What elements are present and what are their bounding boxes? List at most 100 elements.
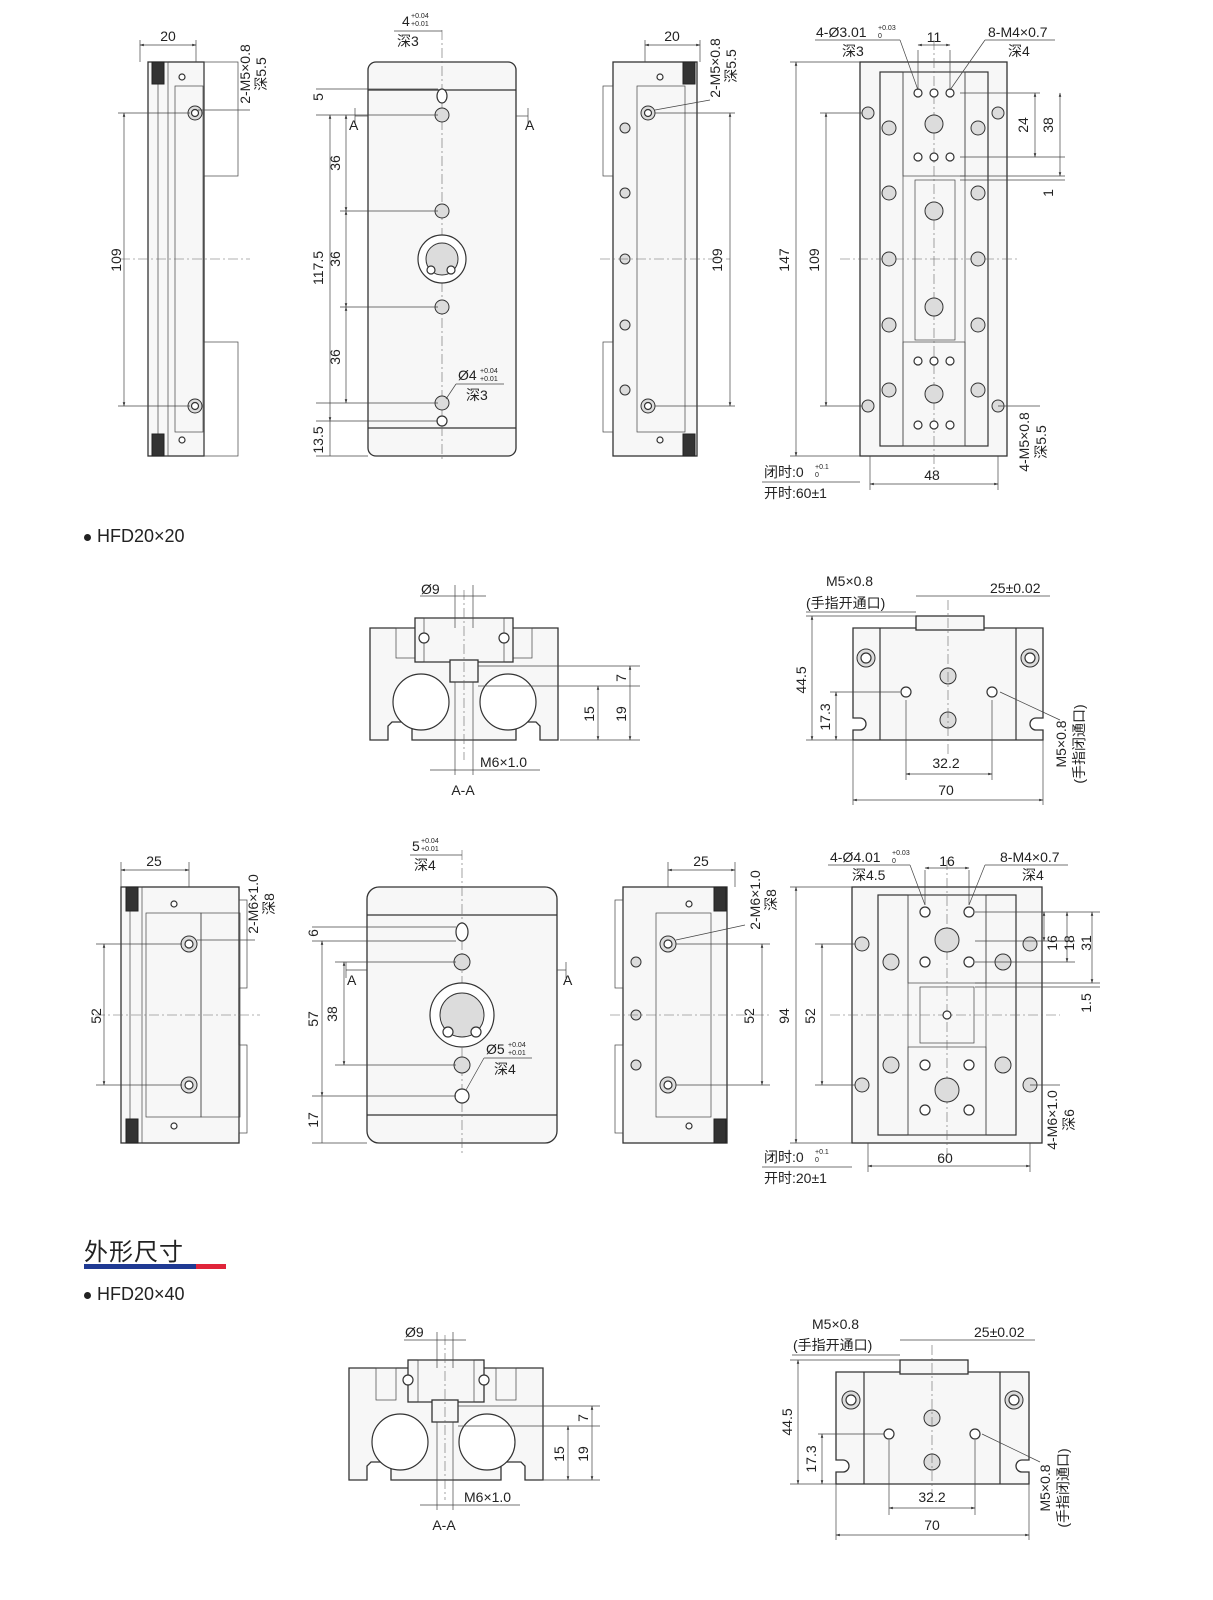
dim-span: 109 [806, 248, 822, 272]
dim-width: 25 [146, 853, 162, 869]
pin-top-tol-lower: +0.01 [411, 21, 429, 28]
model-label-text: HFD20×40 [97, 1284, 185, 1304]
hfd2020-front-view: A A 5 36 36 36 117.5 13.5 4 +0.04 +0.01 … [310, 13, 535, 460]
pin-bottom-depth: 深3 [466, 387, 488, 403]
dim-7: 7 [575, 1414, 591, 1422]
bore-callout: Ø9 [405, 1324, 424, 1340]
pin-top-tol-upper: +0.04 [411, 13, 429, 20]
pin-tol-upper: +0.03 [878, 25, 896, 32]
thread-callout: 2-M6×1.0 [747, 870, 763, 930]
dim-d2: 36 [327, 155, 343, 171]
dim-h1: 44.5 [793, 666, 809, 693]
pin-callout: 4-Ø4.01 [830, 849, 881, 865]
dim-18: 18 [1061, 935, 1077, 951]
closed-tol-lower: 0 [815, 472, 819, 479]
dim-pitch: 32.2 [918, 1489, 945, 1505]
dim-15: 15 [551, 1446, 567, 1462]
port-top: M5×0.8 [812, 1316, 859, 1332]
dim-width: 60 [937, 1150, 953, 1166]
dim-pitch: 32.2 [932, 755, 959, 771]
pin-callout: 4-Ø3.01 [816, 24, 867, 40]
dim-d2: 38 [324, 1006, 340, 1022]
dim-pitch: 16 [939, 853, 955, 869]
dim-pitch: 11 [927, 29, 942, 45]
thread-depth: 深4 [1008, 43, 1030, 59]
dim-15: 15 [581, 706, 597, 722]
dim-d5: 17 [305, 1112, 321, 1128]
dim-19: 19 [575, 1446, 591, 1462]
pin-top: 5 [412, 838, 420, 854]
closed-tol-lower: 0 [815, 1157, 819, 1164]
bore-callout: Ø9 [421, 581, 440, 597]
hfd2040-end-view: M5×0.8 (手指开通口) 25±0.02 44.5 17.3 32.2 70… [779, 1316, 1071, 1540]
open-stroke: 开时:60±1 [764, 485, 827, 501]
pin-top: 4 [402, 13, 410, 29]
hfd2020-side-right-view: 20 109 2-M5×0.8 深5.5 [600, 28, 739, 457]
section-mark-right: A [525, 117, 535, 133]
dim-width: 20 [160, 28, 176, 44]
title-underline-red [196, 1264, 226, 1269]
dim-d5: 13.5 [310, 426, 326, 453]
dim-d3: 36 [327, 251, 343, 267]
dim-span: 109 [709, 248, 725, 272]
hfd2020-side-left-view: 20 109 2-M5×0.8 深5.5 [108, 28, 269, 457]
section-mark-right: A [563, 972, 573, 988]
dim-7: 7 [613, 674, 629, 682]
bullet-icon [84, 1291, 91, 1299]
dim-h1: 44.5 [779, 1408, 795, 1435]
hfd2040-front-view: A A 6 38 57 17 5 +0.04 +0.01 深4 Ø5 +0.04… [305, 838, 573, 1155]
bottom-depth: 深5.5 [1033, 425, 1049, 459]
depth-callout: 深5.5 [253, 57, 269, 91]
dim-span: 109 [108, 248, 124, 272]
dim-1: 1 [1040, 189, 1056, 197]
pin-tol-lower: 0 [878, 33, 882, 40]
dim-width: 48 [924, 467, 940, 483]
port-top-note: (手指开通口) [793, 1337, 872, 1353]
model-label-text: HFD20×20 [97, 526, 185, 546]
section-mark-left: A [347, 972, 357, 988]
pin-tol-lower: 0 [892, 858, 896, 865]
dim-38: 38 [1040, 117, 1056, 133]
hfd2040-section-view: Ø9 7 19 15 M6×1.0 A-A [348, 1324, 600, 1533]
open-stroke: 开时:20±1 [764, 1170, 827, 1186]
section-mark-left: A [349, 117, 359, 133]
dim-h2: 17.3 [803, 1445, 819, 1472]
dim-span: 52 [741, 1008, 757, 1024]
dim-d1: 5 [310, 93, 326, 101]
pin-bottom-tol-upper: +0.04 [480, 368, 498, 375]
dim-19: 19 [613, 706, 629, 722]
section-name: A-A [432, 1517, 456, 1533]
pin-top-tol-upper: +0.04 [421, 838, 439, 845]
thread-callout: M6×1.0 [480, 754, 527, 770]
dim-offset: 25±0.02 [990, 580, 1041, 596]
bottom-thread: 4-M5×0.8 [1016, 412, 1032, 472]
pin-top-depth: 深3 [397, 33, 419, 49]
thread-callout: M6×1.0 [464, 1489, 511, 1505]
hfd2040-side-left-view: 25 52 2-M6×1.0 深8 [88, 853, 277, 1144]
dim-d1: 6 [305, 929, 321, 937]
depth-callout: 深8 [763, 889, 779, 911]
dim-width: 70 [924, 1517, 940, 1533]
pin-bottom-tol-lower: +0.01 [508, 1050, 526, 1057]
pin-depth: 深3 [842, 43, 864, 59]
section-name: A-A [451, 782, 475, 798]
pin-top-tol-lower: +0.01 [421, 846, 439, 853]
dim-24: 24 [1015, 117, 1031, 133]
dim-width: 20 [664, 28, 680, 44]
dim-16: 16 [1044, 935, 1060, 951]
title-underline-blue [84, 1264, 196, 1269]
thread-callout: 2-M6×1.0 [245, 874, 261, 934]
bottom-thread: 4-M6×1.0 [1044, 1090, 1060, 1150]
pin-top-depth: 深4 [414, 857, 436, 873]
pin-bottom: Ø4 [458, 367, 477, 383]
dim-1-5: 1.5 [1078, 993, 1094, 1013]
model-label-hfd2040: HFD20×40 [84, 1284, 185, 1305]
port-side: M5×0.8 [1037, 1464, 1053, 1511]
thread-callout: 8-M4×0.7 [1000, 849, 1060, 865]
hfd2040-side-right-view: 25 52 2-M6×1.0 深8 [610, 853, 779, 1144]
hfd2020-top-view: 4-Ø3.01 +0.03 0 深3 11 8-M4×0.7 深4 24 38 … [762, 24, 1065, 501]
closed-tol-upper: +0.1 [815, 464, 829, 471]
dim-width: 25 [693, 853, 709, 869]
dim-span: 52 [802, 1008, 818, 1024]
port-side: M5×0.8 [1053, 720, 1069, 767]
